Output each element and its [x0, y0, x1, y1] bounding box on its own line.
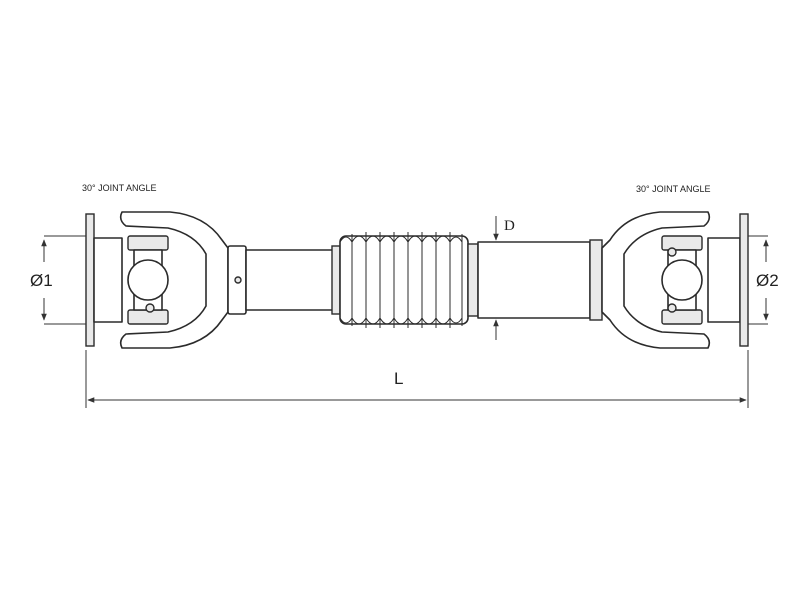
right-flange-plate	[739, 213, 749, 347]
left-cross-bearing-top	[127, 235, 169, 251]
left-flange-hub	[93, 237, 123, 323]
dimension-tube-diameter	[490, 216, 560, 340]
right-cross-bolt-2	[667, 303, 677, 313]
right-flange-hub	[707, 237, 741, 323]
dimension-length	[85, 350, 749, 408]
right-yoke	[601, 211, 711, 349]
left-yoke	[119, 211, 229, 349]
label-diameter-right: Ø2	[756, 271, 779, 290]
left-flange-plate	[85, 213, 95, 347]
dimension-diameter-right	[748, 235, 769, 325]
right-tube	[477, 241, 591, 319]
label-tube-diameter: D	[504, 218, 515, 234]
label-diameter-left: Ø1	[30, 271, 53, 290]
right-yoke-neck	[589, 239, 603, 321]
left-grease-fitting	[234, 276, 242, 284]
right-cross-bearing-bottom	[661, 309, 703, 325]
right-cross-center	[661, 259, 703, 301]
label-joint-angle-left: 30° JOINT ANGLE	[82, 183, 156, 193]
left-tube-collar	[331, 245, 341, 315]
right-cross-bolt	[667, 247, 677, 257]
label-length: L	[394, 369, 403, 388]
right-cross-bearing-top	[661, 235, 703, 251]
bellows-boot	[339, 232, 469, 328]
left-cross-bolt	[145, 303, 155, 313]
dimension-diameter-left	[41, 235, 86, 325]
label-joint-angle-right: 30° JOINT ANGLE	[636, 184, 710, 194]
left-cross-center	[127, 259, 169, 301]
left-tube	[245, 249, 335, 311]
right-tube-collar	[467, 243, 479, 317]
